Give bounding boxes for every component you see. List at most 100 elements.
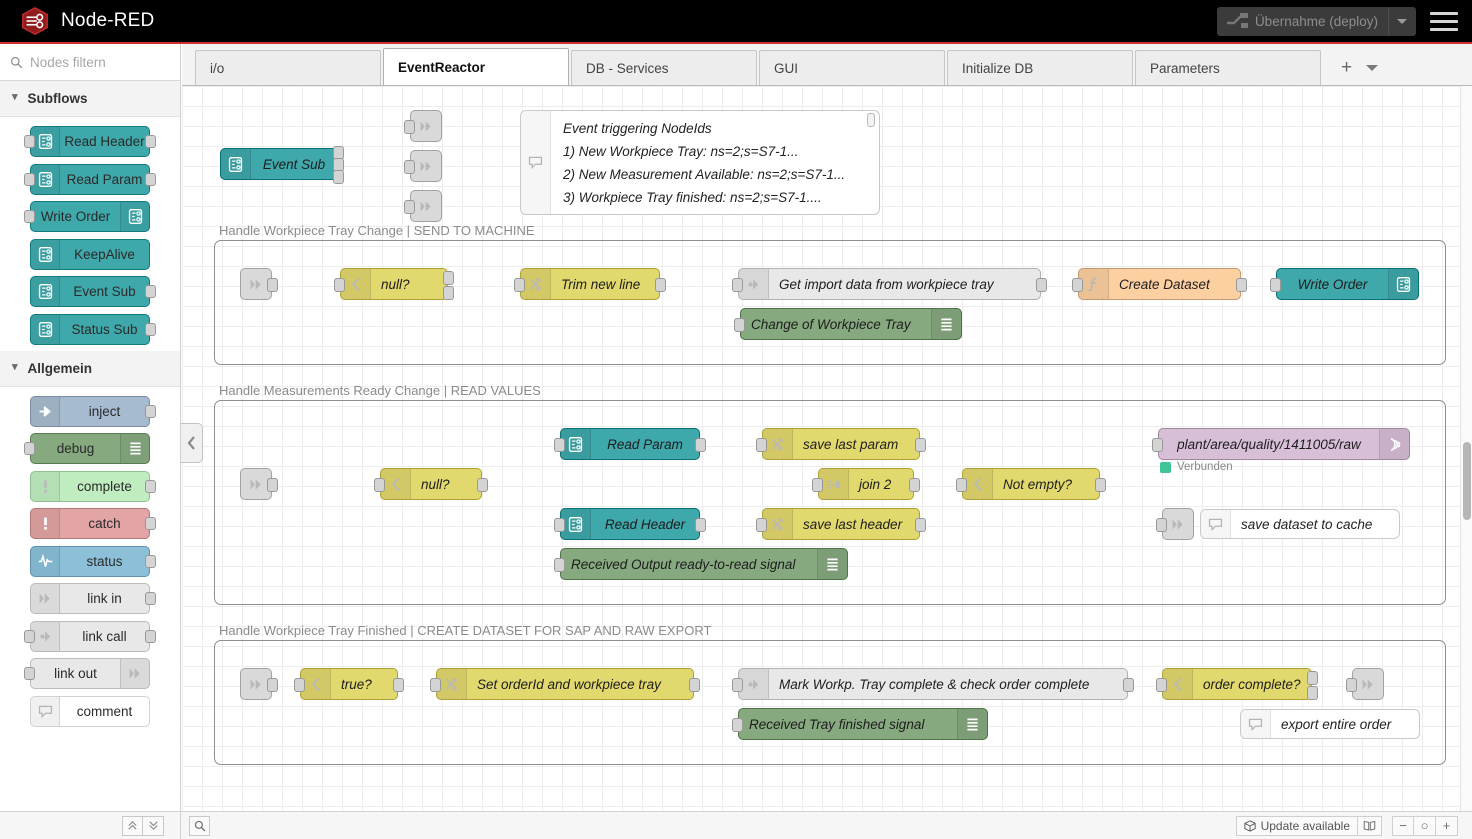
node-input-port[interactable] [732, 278, 743, 292]
palette-node-write-order[interactable]: Write Order [24, 201, 150, 232]
node-input-port[interactable] [554, 518, 565, 532]
node-change-trim-new-line[interactable]: Trim new line [514, 268, 666, 300]
node-input-port[interactable] [1072, 278, 1083, 292]
tab-db-services[interactable]: DB - Services [571, 50, 757, 85]
chevron-down-icon[interactable] [1366, 64, 1379, 71]
palette-node-debug[interactable]: debug [24, 433, 150, 464]
update-available-button[interactable]: Update available [1235, 815, 1358, 836]
node-input-port[interactable] [956, 478, 967, 492]
node-input-port[interactable] [812, 478, 823, 492]
node-input-port[interactable] [554, 558, 565, 572]
node-output-port[interactable] [145, 404, 156, 418]
node-input-port[interactable] [554, 438, 565, 452]
node-output-port[interactable] [1236, 278, 1247, 292]
node-output-port[interactable] [655, 278, 666, 292]
node-comment-save-dataset-to-cache[interactable]: save dataset to cache [1200, 509, 1400, 539]
canvas-vertical-scrollbar[interactable] [1460, 86, 1472, 811]
node-output-port[interactable] [145, 629, 156, 643]
node-switch-null-2[interactable]: null? [374, 468, 488, 500]
node-output-port[interactable] [145, 285, 156, 298]
tab-eventreactor[interactable]: EventReactor [383, 48, 569, 85]
collapse-all-button[interactable] [122, 815, 143, 836]
node-output-port[interactable] [145, 135, 156, 148]
node-mqtt-out-plant-quality-raw[interactable]: plant/area/quality/1411005/raw [1152, 428, 1410, 460]
node-change-set-orderid[interactable]: Set orderId and workpiece tray [430, 668, 700, 700]
node-input-port[interactable] [734, 318, 745, 332]
node-output-port[interactable] [695, 518, 706, 532]
node-output-port[interactable] [333, 170, 344, 184]
node-link-in-3[interactable] [240, 668, 278, 700]
node-input-port[interactable] [24, 667, 35, 680]
node-input-port[interactable] [404, 120, 415, 134]
node-input-port[interactable] [756, 438, 767, 452]
node-event-sub[interactable]: Event Sub [220, 146, 344, 184]
node-input-port[interactable] [732, 678, 743, 692]
node-input-port[interactable] [374, 478, 385, 492]
node-input-port[interactable] [24, 442, 35, 455]
node-input-port[interactable] [1270, 278, 1281, 292]
palette-node-status-sub[interactable]: Status Sub [30, 313, 156, 345]
scrollbar-thumb[interactable] [1463, 442, 1471, 520]
node-comment-export-entire-order[interactable]: export entire order [1240, 709, 1420, 739]
node-input-port[interactable] [404, 160, 415, 174]
node-debug-change-of-workpiece-tray[interactable]: Change of Workpiece Tray [734, 308, 962, 340]
node-debug-received-tray-finished[interactable]: Received Tray finished signal [732, 708, 988, 740]
palette-category-allgemein[interactable]: ▾Allgemein [0, 350, 180, 387]
node-input-port[interactable] [1152, 438, 1163, 452]
pin-icon[interactable] [867, 113, 875, 127]
canvas-search-button[interactable] [189, 815, 210, 836]
group-measurements-ready-change[interactable]: Handle Measurements Ready Change | READ … [214, 383, 1446, 605]
node-output-port[interactable] [267, 478, 278, 492]
node-link-out-cache[interactable] [1156, 508, 1194, 540]
node-output-port[interactable] [145, 479, 156, 493]
palette-node-read-header[interactable]: Read Header [24, 126, 156, 157]
node-input-port[interactable] [24, 629, 35, 643]
node-link-out-3[interactable] [404, 190, 442, 222]
node-link-in-1[interactable] [240, 268, 278, 300]
node-input-port[interactable] [732, 718, 743, 732]
expand-all-button[interactable] [143, 815, 164, 836]
node-switch-not-empty[interactable]: Not empty? [956, 468, 1106, 500]
node-input-port[interactable] [514, 278, 525, 292]
hamburger-menu-icon[interactable] [1430, 10, 1458, 33]
node-subflow-read-param[interactable]: Read Param [554, 428, 706, 460]
node-output-port[interactable] [443, 271, 454, 285]
search-input[interactable] [30, 54, 165, 70]
palette-node-event-sub[interactable]: Event Sub [30, 276, 156, 307]
palette-node-keepalive[interactable]: KeepAlive [30, 238, 150, 270]
node-output-port[interactable] [443, 286, 454, 300]
node-output-port[interactable] [477, 478, 488, 492]
node-output-port[interactable] [267, 278, 278, 292]
palette-node-link-in[interactable]: link in [30, 583, 156, 614]
node-switch-order-complete[interactable]: order complete? [1156, 668, 1318, 700]
node-link-out-1[interactable] [404, 110, 442, 142]
tab-parameters[interactable]: Parameters [1135, 50, 1321, 85]
book-icon[interactable] [1358, 815, 1382, 836]
palette-collapse-handle[interactable] [181, 423, 203, 463]
node-input-port[interactable] [1346, 678, 1357, 692]
node-output-port[interactable] [909, 478, 920, 492]
node-output-port[interactable] [267, 678, 278, 692]
node-output-port[interactable] [1036, 278, 1047, 292]
node-switch-true[interactable]: true? [294, 668, 404, 700]
node-output-port[interactable] [915, 518, 926, 532]
palette-node-link-call[interactable]: link call [24, 620, 156, 652]
palette-node-catch[interactable]: catch [30, 508, 156, 539]
node-link-in-2[interactable] [240, 468, 278, 500]
tab-initialize-db[interactable]: Initialize DB [947, 50, 1133, 85]
palette-node-link-out[interactable]: link out [24, 658, 150, 689]
chevron-down-icon[interactable] [1388, 7, 1414, 35]
palette-search[interactable] [0, 44, 180, 81]
palette-node-status[interactable]: status [30, 545, 156, 577]
node-output-port[interactable] [145, 592, 156, 605]
group-workpiece-tray-finished[interactable]: Handle Workpiece Tray Finished | CREATE … [214, 623, 1446, 765]
deploy-button[interactable]: Übernahme (deploy) [1216, 6, 1416, 36]
node-input-port[interactable] [404, 200, 415, 214]
node-input-port[interactable] [430, 678, 441, 692]
plus-icon[interactable]: + [1341, 57, 1353, 78]
node-output-port[interactable] [915, 438, 926, 452]
node-output-port[interactable] [145, 322, 156, 336]
node-link-out-2[interactable] [404, 150, 442, 182]
node-subflow-write-order[interactable]: Write Order [1270, 268, 1419, 300]
